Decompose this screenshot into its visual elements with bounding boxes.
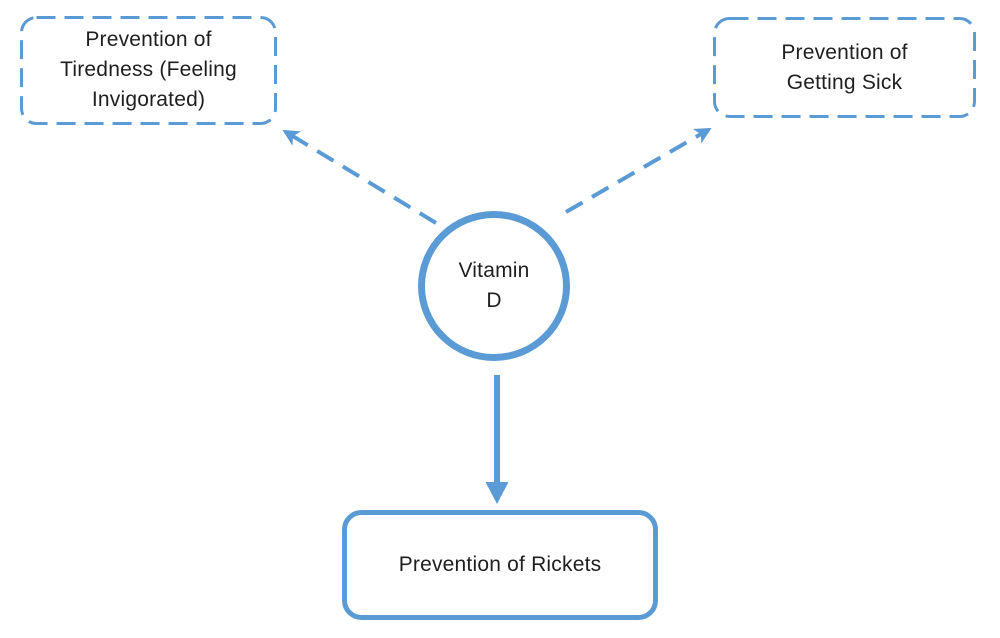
- connector-vitamin-to-getting-sick: [564, 127, 712, 214]
- node-tiredness-line: Invigorated): [91, 88, 206, 111]
- node-getting-sick-line: Prevention of: [781, 40, 908, 64]
- node-rickets-border: [342, 510, 658, 620]
- node-getting-sick-border: [713, 17, 976, 118]
- node-tiredness-border: [20, 16, 277, 125]
- node-rickets-line: Prevention of Rickets: [398, 553, 602, 576]
- node-tiredness-line: Tiredness (Feeling: [60, 58, 237, 81]
- node-getting-sick-line: Getting Sick: [786, 70, 903, 94]
- node-tiredness-label: Prevention of Tiredness (Feeling Invigor…: [20, 16, 277, 124]
- node-vitamin-d-border: [418, 211, 570, 361]
- node-getting-sick-label: Prevention of Getting Sick: [713, 17, 976, 118]
- connector-vitamin-to-tiredness: [282, 129, 438, 225]
- node-vitamin-d-line: Vitamin: [458, 259, 530, 282]
- node-vitamin-d-label: Vitamin D: [421, 214, 567, 358]
- node-vitamin-d-line: D: [486, 289, 502, 312]
- node-rickets-label: Prevention of Rickets: [342, 510, 658, 620]
- node-tiredness-line: Prevention of: [85, 28, 212, 51]
- connector-vitamin-to-rickets-arrowhead-icon: [485, 482, 509, 504]
